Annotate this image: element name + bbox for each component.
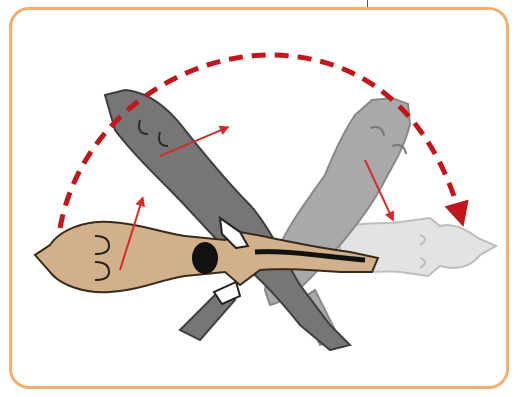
center-dark-spot <box>192 242 218 274</box>
